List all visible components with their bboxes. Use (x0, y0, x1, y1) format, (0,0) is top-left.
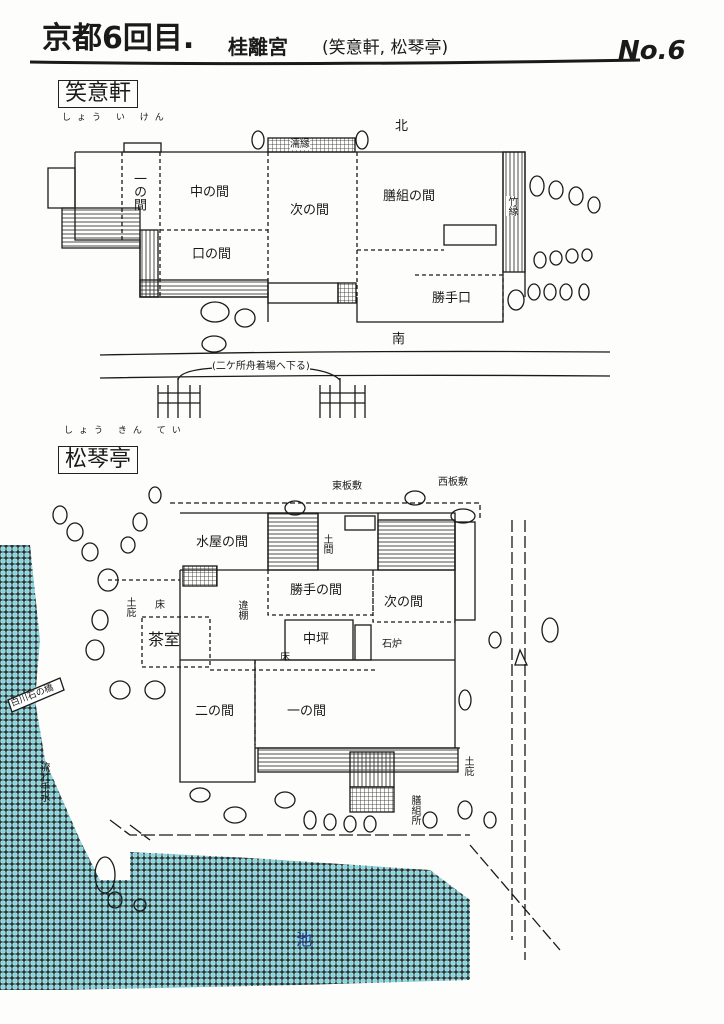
nishi-itajiki-label: 西板敷 (438, 477, 468, 488)
landing-note: (二ケ所舟着場へ下る) (212, 361, 310, 372)
pond (0, 545, 470, 990)
room-zengumi-no-ma: 膳組の間 (383, 189, 436, 204)
room-ni-no-ma: 二の間 (195, 704, 235, 719)
pond-label: 池 (296, 930, 313, 949)
chikuen-label: 竹縁 (506, 196, 517, 216)
toko-label-2: 床 (280, 652, 290, 663)
room-katteguchi: 勝手口 (432, 291, 472, 306)
north-label: 北 (395, 119, 409, 134)
stepping-stones (52, 486, 559, 912)
shoiken-plan (47, 130, 611, 418)
nagare-chozu-label: 流れ手水 (38, 762, 49, 802)
shokintei-furigana: しょう きん てい (64, 426, 187, 436)
south-label: 南 (392, 332, 406, 347)
nakatsubo-label: 中坪 (303, 632, 330, 647)
nureen-label: 濡縁 (290, 139, 310, 150)
doma-label: 土間 (321, 534, 332, 554)
room-ichi-no-ma: 一の間 (131, 172, 146, 211)
dobisashi-right-label: 土庇 (462, 756, 473, 776)
room-tsugi-no-ma: 次の間 (290, 203, 330, 218)
shokintei-plan (7, 486, 561, 960)
room-tsugi-no-ma-2: 次の間 (384, 595, 424, 610)
shoiken-heading: 笑意軒 (58, 80, 139, 108)
room-katte-no-ma: 勝手の間 (290, 583, 343, 598)
toko-label: 床 (155, 600, 165, 611)
room-ichi-no-ma-2: 一の間 (287, 704, 327, 719)
shoiken-furigana: しょう い けん (62, 113, 170, 123)
ishiro-label: 石炉 (382, 639, 402, 650)
room-kuchi-no-ma: 口の間 (192, 247, 232, 262)
header-underline (29, 58, 641, 66)
subject-subtitle: (笑意軒, 松琴亭) (322, 38, 449, 58)
shokintei-heading: 松琴亭 (58, 446, 139, 474)
dobisashi-left-label: 土庇 (124, 597, 135, 617)
page-title: 京都6回目. (42, 21, 195, 56)
page-number: No.6 (618, 36, 686, 66)
room-chashitsu: 茶室 (148, 630, 181, 649)
chigaidana-label: 違棚 (236, 600, 247, 620)
zengumisho-label: 膳組所 (409, 795, 420, 825)
higashi-itajiki-label: 東板敷 (332, 481, 362, 492)
subject-title: 桂離宮 (228, 35, 288, 59)
room-naka-no-ma: 中の間 (190, 185, 230, 200)
room-mizuya-no-ma: 水屋の間 (196, 535, 249, 550)
